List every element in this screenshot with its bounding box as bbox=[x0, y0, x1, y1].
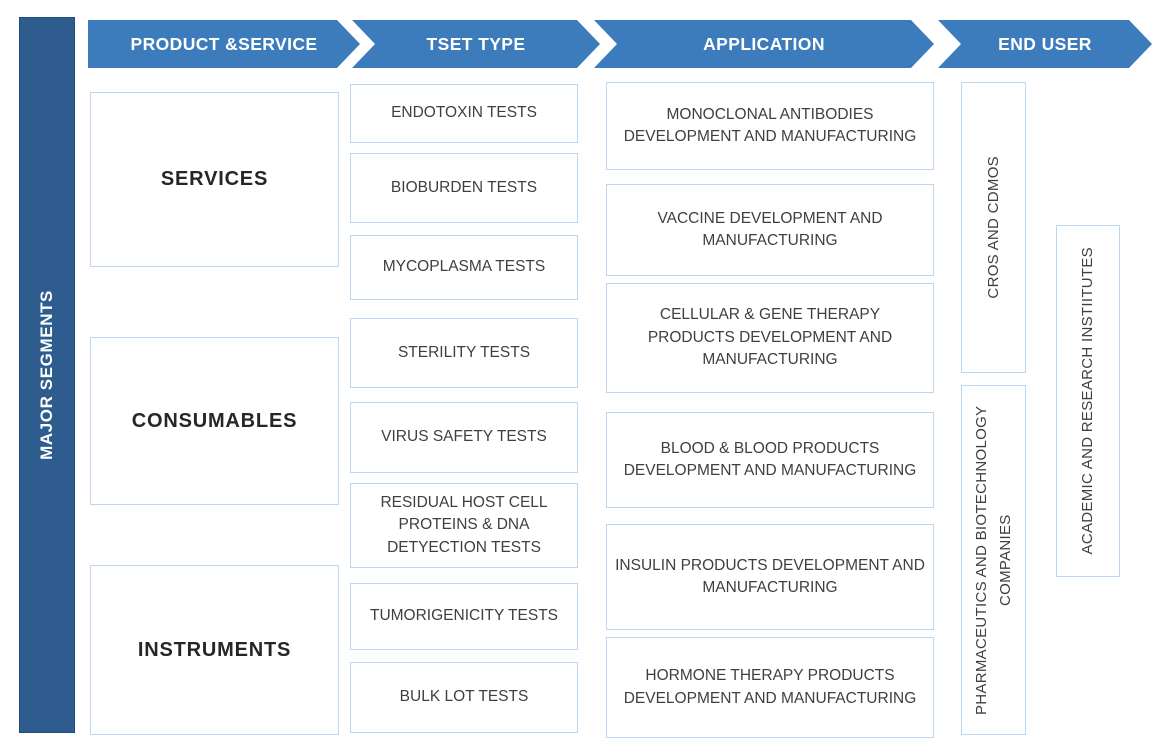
header-label-end-user: END USER bbox=[998, 33, 1092, 54]
header-arrow-test-type: TSET TYPE bbox=[352, 20, 600, 68]
major-segments-label: MAJOR SEGMENTS bbox=[37, 290, 56, 460]
header-label-product-service: PRODUCT &SERVICE bbox=[130, 33, 318, 54]
test-type-box-bulk-lot: BULK LOT TESTS bbox=[350, 662, 578, 733]
test-type-box-endotoxin: ENDOTOXIN TESTS bbox=[350, 84, 578, 143]
header-arrow-product-service: PRODUCT &SERVICE bbox=[88, 20, 360, 68]
end-user-label-pharma-biotech: PHARMACEUTICS AND BIOTECHNOLOGY COMPANIE… bbox=[972, 405, 1014, 715]
header-label-application: APPLICATION bbox=[703, 33, 825, 54]
application-box-cellular-gene-therapy: CELLULAR & GENE THERAPY PRODUCTS DEVELOP… bbox=[606, 283, 934, 393]
test-type-box-residual-host-cell: RESIDUAL HOST CELL PROTEINS & DNA DETYEC… bbox=[350, 483, 578, 568]
header-label-test-type: TSET TYPE bbox=[426, 33, 526, 54]
end-user-box-pharma-biotech: PHARMACEUTICS AND BIOTECHNOLOGY COMPANIE… bbox=[961, 385, 1026, 735]
end-user-box-academic-research: ACADEMIC AND RESEARCH INSTIITUTES bbox=[1056, 225, 1120, 577]
application-box-vaccine: VACCINE DEVELOPMENT AND MANUFACTURING bbox=[606, 184, 934, 276]
segment-box-instruments: INSTRUMENTS bbox=[90, 565, 339, 735]
test-type-box-tumorigenicity: TUMORIGENICITY TESTS bbox=[350, 583, 578, 650]
header-arrow-end-user: END USER bbox=[938, 20, 1152, 68]
segment-box-consumables: CONSUMABLES bbox=[90, 337, 339, 505]
test-type-box-bioburden: BIOBURDEN TESTS bbox=[350, 153, 578, 223]
end-user-box-cros-and-cdmos: CROS AND CDMOS bbox=[961, 82, 1026, 373]
end-user-label-cros-and-cdmos: CROS AND CDMOS bbox=[984, 156, 1002, 299]
major-segments-bar: MAJOR SEGMENTS bbox=[19, 17, 75, 733]
end-user-label-academic-research: ACADEMIC AND RESEARCH INSTIITUTES bbox=[1079, 247, 1096, 555]
application-box-blood-products: BLOOD & BLOOD PRODUCTS DEVELOPMENT AND M… bbox=[606, 412, 934, 508]
segment-box-services: SERVICES bbox=[90, 92, 339, 267]
application-box-insulin-products: INSULIN PRODUCTS DEVELOPMENT AND MANUFAC… bbox=[606, 524, 934, 630]
application-box-monoclonal-antibodies: MONOCLONAL ANTIBODIES DEVELOPMENT AND MA… bbox=[606, 82, 934, 170]
test-type-box-virus-safety: VIRUS SAFETY TESTS bbox=[350, 402, 578, 473]
header-arrow-application: APPLICATION bbox=[594, 20, 934, 68]
test-type-box-mycoplasma: MYCOPLASMA TESTS bbox=[350, 235, 578, 300]
application-box-hormone-therapy: HORMONE THERAPY PRODUCTS DEVELOPMENT AND… bbox=[606, 637, 934, 738]
test-type-box-sterility: STERILITY TESTS bbox=[350, 318, 578, 388]
